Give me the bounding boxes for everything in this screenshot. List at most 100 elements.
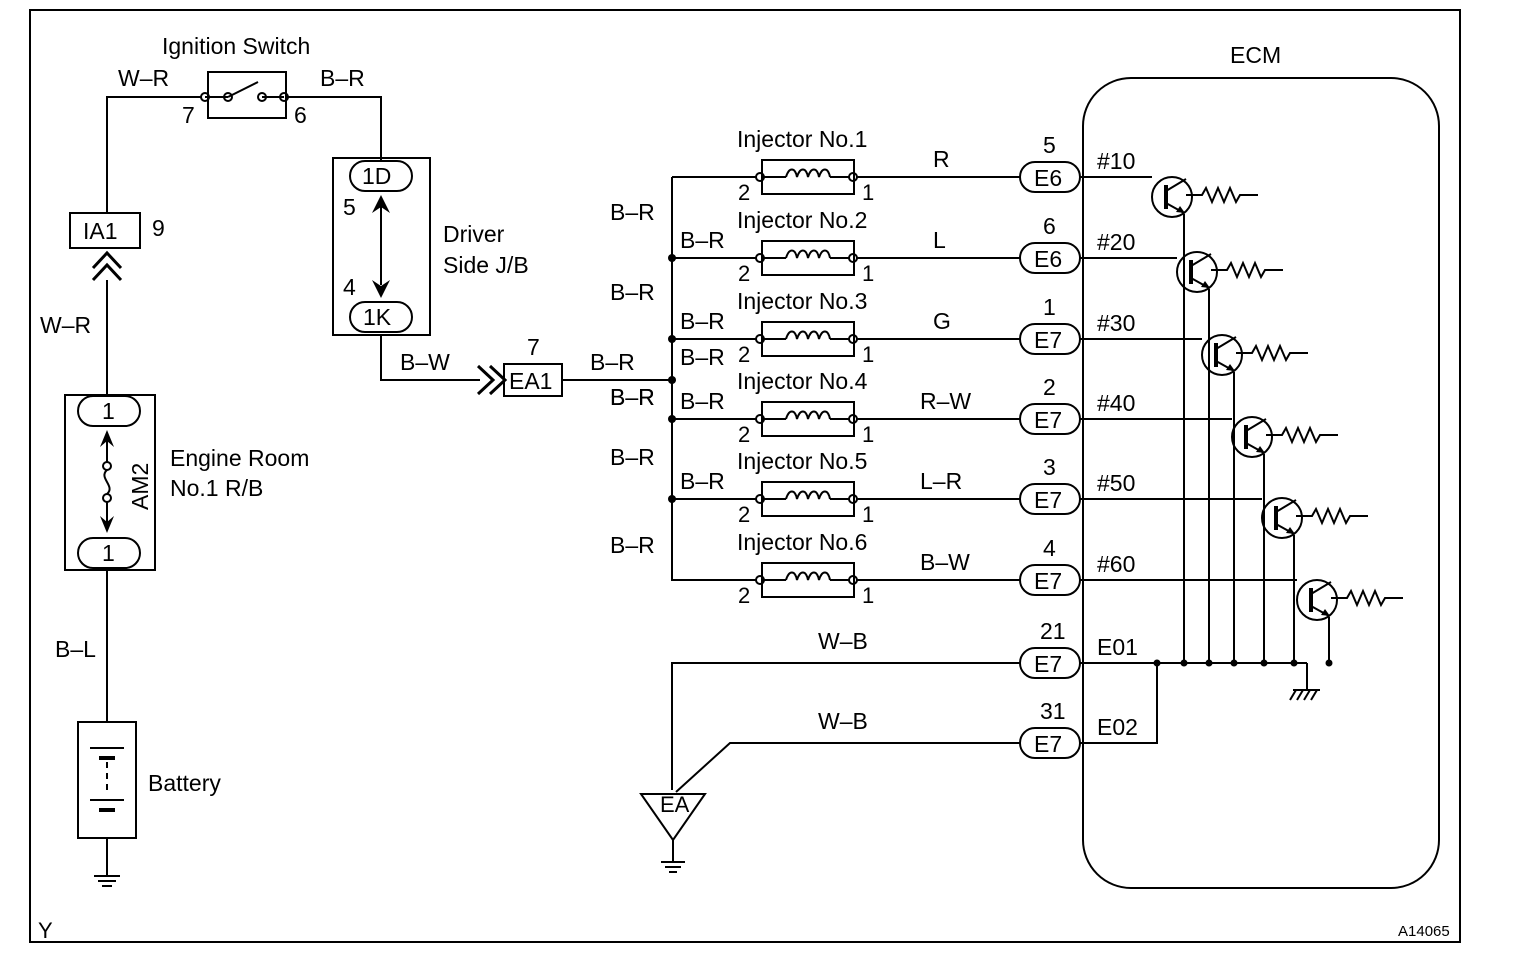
rb-name-line1: Engine Room: [170, 445, 309, 471]
ground-terminal: E01: [1097, 634, 1138, 660]
ecm-terminal: #20: [1097, 229, 1135, 255]
ecm-terminal: #10: [1097, 148, 1135, 174]
injector-pin-b: 1: [862, 502, 874, 527]
ground-line-e01: E7 21 W–B E01: [671, 618, 1138, 790]
ground-pin: 21: [1040, 618, 1066, 644]
footer-left: Y: [38, 918, 53, 943]
injector-pin-a: 2: [738, 422, 750, 447]
ground-connector: E7: [1034, 731, 1062, 757]
driver-transistor-icon: [1175, 250, 1283, 294]
wire-label-b-w: B–W: [400, 349, 450, 375]
ecm-connector: E7: [1034, 407, 1062, 433]
wire-label-w-r-side: W–R: [40, 312, 91, 338]
ground-pin: 31: [1040, 698, 1066, 724]
injector-pin-a: 2: [738, 261, 750, 286]
bus-wire-label: B–R: [610, 444, 655, 470]
injector-wire-color: B–W: [920, 549, 970, 575]
injector-pin-b: 1: [862, 422, 874, 447]
injector-pin-b: 1: [862, 342, 874, 367]
ecm-pin-number: 5: [1043, 132, 1056, 158]
ecm-terminal: #40: [1097, 390, 1135, 416]
ignition-pin-7: 7: [182, 102, 195, 128]
ecm-terminal: #30: [1097, 310, 1135, 336]
driver-transistor-icon: [1150, 175, 1258, 219]
ignition-switch-title: Ignition Switch: [162, 33, 310, 59]
injector-pin-b: 1: [862, 583, 874, 608]
ground-ea: EA: [639, 792, 707, 873]
ground-terminal: E02: [1097, 714, 1138, 740]
injector-wire-color: L–R: [920, 468, 962, 494]
injector-pin-b: 1: [862, 180, 874, 205]
battery: Battery: [77, 721, 221, 839]
branch-wire-label: B–R: [680, 468, 725, 494]
connector-ea1: EA1 7: [476, 334, 563, 397]
driver-transistor-icon: [1295, 578, 1403, 622]
jb-top-conn: 1D: [362, 163, 391, 189]
connector-ia1: IA1 9: [69, 212, 165, 282]
injector-pin-a: 2: [738, 180, 750, 205]
ignition-pin-6: 6: [294, 102, 307, 128]
rb-top-pin: 1: [102, 398, 115, 424]
ecm-connector: E6: [1034, 165, 1062, 191]
ground-connector: E7: [1034, 651, 1062, 677]
driver-transistor-icon: [1200, 333, 1308, 377]
fuse-am2: AM2: [127, 463, 153, 510]
ecm-connector: E7: [1034, 487, 1062, 513]
ia1-pin: 9: [152, 215, 165, 241]
jb-name-line2: Side J/B: [443, 252, 529, 278]
rb-bottom-pin: 1: [102, 540, 115, 566]
ignition-switch: Ignition Switch 7 6: [162, 33, 310, 128]
ecm-internal-ground: [1289, 663, 1320, 701]
ecm-pin-number: 6: [1043, 213, 1056, 239]
bus-wire-label: B–R: [610, 532, 655, 558]
ea1-pin: 7: [527, 334, 540, 360]
bus-wire-label: B–R: [610, 384, 655, 410]
jb-bottom-conn: 1K: [363, 304, 392, 330]
injector-wire-color: G: [933, 308, 951, 334]
rb-name-line2: No.1 R/B: [170, 475, 263, 501]
injector-pin-b: 1: [862, 261, 874, 286]
injector-pin-a: 2: [738, 342, 750, 367]
ecm-connector: E6: [1034, 246, 1062, 272]
ia1-label: IA1: [83, 218, 118, 244]
driver-transistor-icon: [1260, 496, 1368, 540]
ecm-pin-number: 2: [1043, 374, 1056, 400]
branch-wire-label: B–R: [680, 388, 725, 414]
ea1-label: EA1: [509, 368, 552, 394]
ground-wire-color: W–B: [818, 628, 868, 654]
ecm-pin-number: 4: [1043, 535, 1056, 561]
jb-bottom-pin: 4: [343, 274, 356, 300]
injector-wire-color: R: [933, 146, 950, 172]
wire-label-b-l: B–L: [55, 636, 96, 662]
ecm: ECM: [1082, 42, 1440, 889]
wire-label-b-r-top: B–R: [320, 65, 365, 91]
injector-pin-a: 2: [738, 502, 750, 527]
ecm-connector: E7: [1034, 327, 1062, 353]
bus-wire-label: B–R: [610, 279, 655, 305]
injector-wire-color: R–W: [920, 388, 971, 414]
injector-wire-color: L: [933, 227, 946, 253]
branch-wire-label: B–R: [680, 227, 725, 253]
wire-label-b-r-ea1: B–R: [590, 349, 635, 375]
injector-name: Injector No.6: [737, 529, 867, 555]
jb-top-pin: 5: [343, 194, 356, 220]
battery-ground: [94, 875, 120, 887]
ecm-connector: E7: [1034, 568, 1062, 594]
injector-name: Injector No.4: [737, 368, 868, 394]
engine-room-rb: 1 1 AM2 Engine Room No.1 R/B: [64, 394, 309, 571]
jb-name-line1: Driver: [443, 221, 505, 247]
ecm-terminal: #60: [1097, 551, 1135, 577]
bus-wire-label: B–R: [610, 199, 655, 225]
ecm-terminal: #50: [1097, 470, 1135, 496]
injector-name: Injector No.2: [737, 207, 867, 233]
injector-name: Injector No.3: [737, 288, 867, 314]
wire-label-w-r-top: W–R: [118, 65, 169, 91]
ecm-pin-number: 1: [1043, 294, 1056, 320]
ecm-title: ECM: [1230, 42, 1281, 68]
